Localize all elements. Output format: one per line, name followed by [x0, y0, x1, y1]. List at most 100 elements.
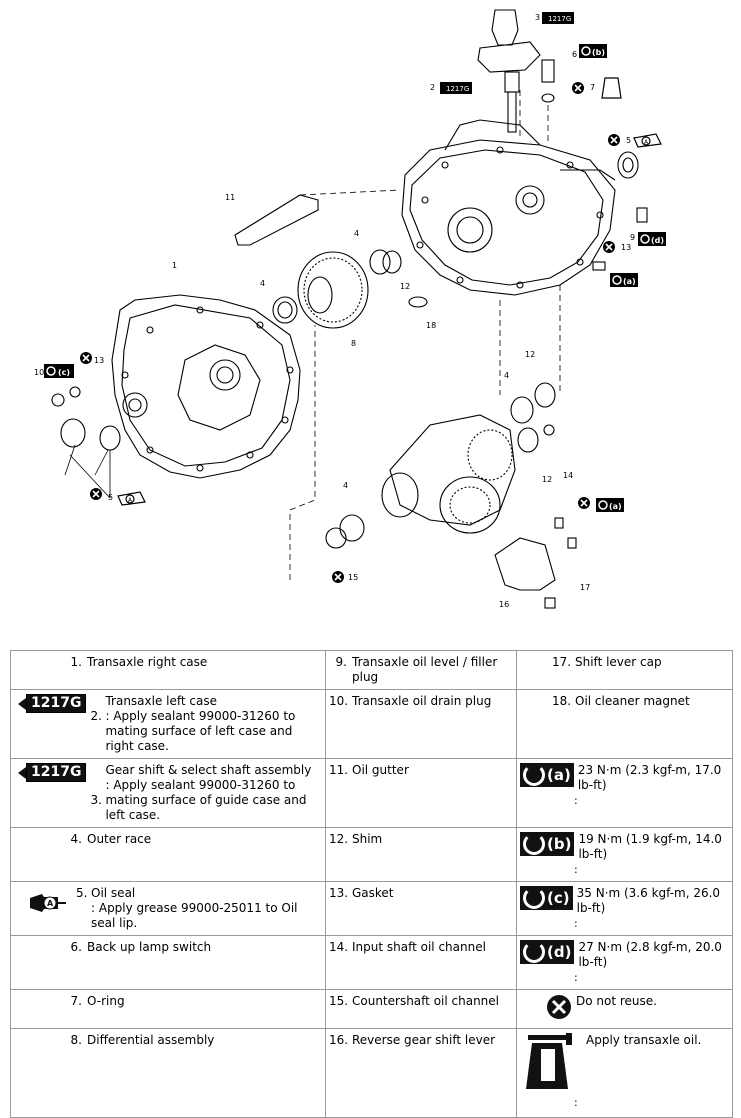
part-name: Reverse gear shift lever [352, 1033, 496, 1047]
seals-and-races [51, 59, 648, 609]
callout-4a: 4 [260, 279, 265, 288]
part-num: 18. [552, 694, 572, 708]
part-name: Transaxle oil drain plug [352, 694, 492, 708]
part-17-cell: 17.Shift lever cap [516, 650, 733, 690]
part-name: Input shaft oil channel [352, 940, 486, 954]
torque-wrench-icon: (b) [579, 44, 607, 58]
part-name: Countershaft oil channel [352, 994, 500, 1008]
exploded-diagram: 1 2 3 4 4 4 4 5 5 6 7 8 9 10 11 12 12 12… [34, 9, 666, 609]
part-4-cell: 4.Outer race [10, 827, 326, 882]
callout-15: 15 [348, 573, 358, 582]
no-reuse-text: Do not reuse. [576, 994, 657, 1008]
part-num: 3. [90, 793, 102, 807]
part-18-cell: 18.Oil cleaner magnet [516, 689, 733, 759]
part-num: 17. [552, 655, 572, 669]
callout-7: 7 [590, 83, 595, 92]
part-num: 13. [329, 886, 349, 900]
callout-9: 9 [630, 233, 635, 242]
part-num: 10. [329, 694, 349, 708]
svg-text:(b): (b) [592, 48, 605, 57]
part-12-cell: 12.Shim [325, 827, 517, 882]
gear-shift-select-shaft-drawing [477, 9, 541, 133]
torque-wrench-icon: (c) [44, 364, 74, 378]
part-num: 8. [70, 1033, 82, 1047]
svg-text:(a): (a) [623, 277, 636, 286]
part-num: 2. [90, 709, 102, 723]
torque-wrench-icon: (c) [520, 886, 573, 910]
part-num: 9. [335, 655, 347, 669]
svg-text:A: A [47, 899, 54, 908]
callout-10: 10 [34, 368, 44, 377]
table-row: 1217G 3. Gear shift & select shaft assem… [10, 758, 733, 828]
torque-wrench-icon: (d) [520, 940, 575, 964]
part-9-cell: 9.Transaxle oil level / filler plug [325, 650, 517, 690]
table-row: 1. Transaxle right case 9.Transaxle oil l… [10, 650, 733, 690]
part-15-cell: 15.Countershaft oil channel [325, 989, 517, 1029]
oil-text: Apply transaxle oil. [586, 1033, 702, 1047]
svg-text:(c): (c) [58, 368, 70, 377]
callout-4d: 4 [343, 481, 348, 490]
table-row: 6.Back up lamp switch 14.Input shaft oil… [10, 935, 733, 990]
table-row: 4.Outer race 12.Shim (b) 19 N·m (1.9 kgf… [10, 827, 733, 882]
grease-gun-icon: A [28, 892, 76, 918]
torque-wrench-icon: (a) [596, 498, 624, 512]
part-3-cell: 1217G 3. Gear shift & select shaft assem… [10, 758, 326, 828]
part-2-cell: 1217G 2. Transaxle left case: Apply seal… [10, 689, 326, 759]
oil-can-icon: OIL [522, 1033, 582, 1095]
part-16-cell: 16.Reverse gear shift lever [325, 1028, 517, 1118]
part-name: Oil cleaner magnet [575, 694, 690, 708]
gear-train-drawing [381, 414, 516, 534]
part-14-cell: 14.Input shaft oil channel [325, 935, 517, 990]
part-num: 6. [70, 940, 82, 954]
part-name: Outer race [87, 832, 152, 846]
part-num: 12. [329, 832, 349, 846]
table-row: 1217G 2. Transaxle left case: Apply seal… [10, 689, 733, 759]
do-not-reuse-icon [546, 994, 572, 1024]
grease-gun-icon [117, 133, 662, 506]
torque-c-cell: (c) 35 N·m (3.6 kgf-m, 26.0 lb-ft) : [516, 881, 733, 936]
sealant-tube-icon: 1217G [542, 12, 574, 24]
part-name: Transaxle left case [105, 694, 218, 708]
svg-text:OIL: OIL [553, 1060, 563, 1077]
part-num: 15. [329, 994, 349, 1008]
torque-wrench-icon: (a) [520, 763, 574, 787]
torque-c-text: 35 N·m (3.6 kgf-m, 26.0 lb-ft) [576, 886, 721, 915]
torque-b-cell: (b) 19 N·m (1.9 kgf-m, 14.0 lb-ft) : [516, 827, 733, 882]
transaxle-left-case-drawing [401, 119, 616, 296]
callout-4b: 4 [354, 229, 359, 238]
part-6-cell: 6.Back up lamp switch [10, 935, 326, 990]
part-num: 16. [329, 1033, 349, 1047]
part-name: Gasket [352, 886, 394, 900]
differential-assembly-drawing [272, 251, 369, 329]
part-11-cell: 11.Oil gutter [325, 758, 517, 828]
part-8-cell: 8.Differential assembly [10, 1028, 326, 1118]
torque-d-cell: (d) 27 N·m (2.8 kgf-m, 20.0 lb-ft) : [516, 935, 733, 990]
svg-text:A: A [644, 139, 649, 146]
part-num: 14. [329, 940, 349, 954]
part-name: Oil gutter [352, 763, 409, 777]
oil-cell: OIL Apply transaxle oil. : [516, 1028, 733, 1118]
table-row: 8.Differential assembly 16.Reverse gear … [10, 1028, 733, 1118]
torque-a-text: 23 N·m (2.3 kgf-m, 17.0 lb-ft) [577, 763, 722, 792]
part-num: 11. [329, 763, 349, 777]
part-note: : Apply sealant 99000-31260 to mating su… [105, 778, 307, 822]
no-reuse-cell: Do not reuse. [516, 989, 733, 1029]
part-name: O-ring [87, 994, 125, 1008]
table-row: A 5. Oil seal: Apply grease 99000-25011 … [10, 881, 733, 936]
part-num: 1. [70, 655, 82, 669]
part-note: : Apply sealant 99000-31260 to mating su… [105, 709, 296, 753]
part-name: Transaxle right case [87, 655, 208, 669]
torque-wrench-icon: (a) [610, 273, 638, 287]
callout-5a: 5 [108, 493, 113, 502]
svg-text:(a): (a) [609, 502, 622, 511]
part-10-cell: 10.Transaxle oil drain plug [325, 689, 517, 759]
part-note: : Apply grease 99000-25011 to Oil seal l… [91, 901, 298, 930]
callout-12b: 12 [525, 350, 535, 359]
table-row: 7.O-ring 15.Countershaft oil channel Do … [10, 989, 733, 1029]
parts-table: 1. Transaxle right case 9.Transaxle oil l… [10, 650, 733, 1118]
torque-a-cell: (a) 23 N·m (2.3 kgf-m, 17.0 lb-ft) : [516, 758, 733, 828]
callout-14: 14 [563, 471, 573, 480]
callout-18: 18 [426, 321, 436, 330]
callout-16: 16 [499, 600, 509, 609]
part-name: Gear shift & select shaft assembly [105, 763, 312, 777]
